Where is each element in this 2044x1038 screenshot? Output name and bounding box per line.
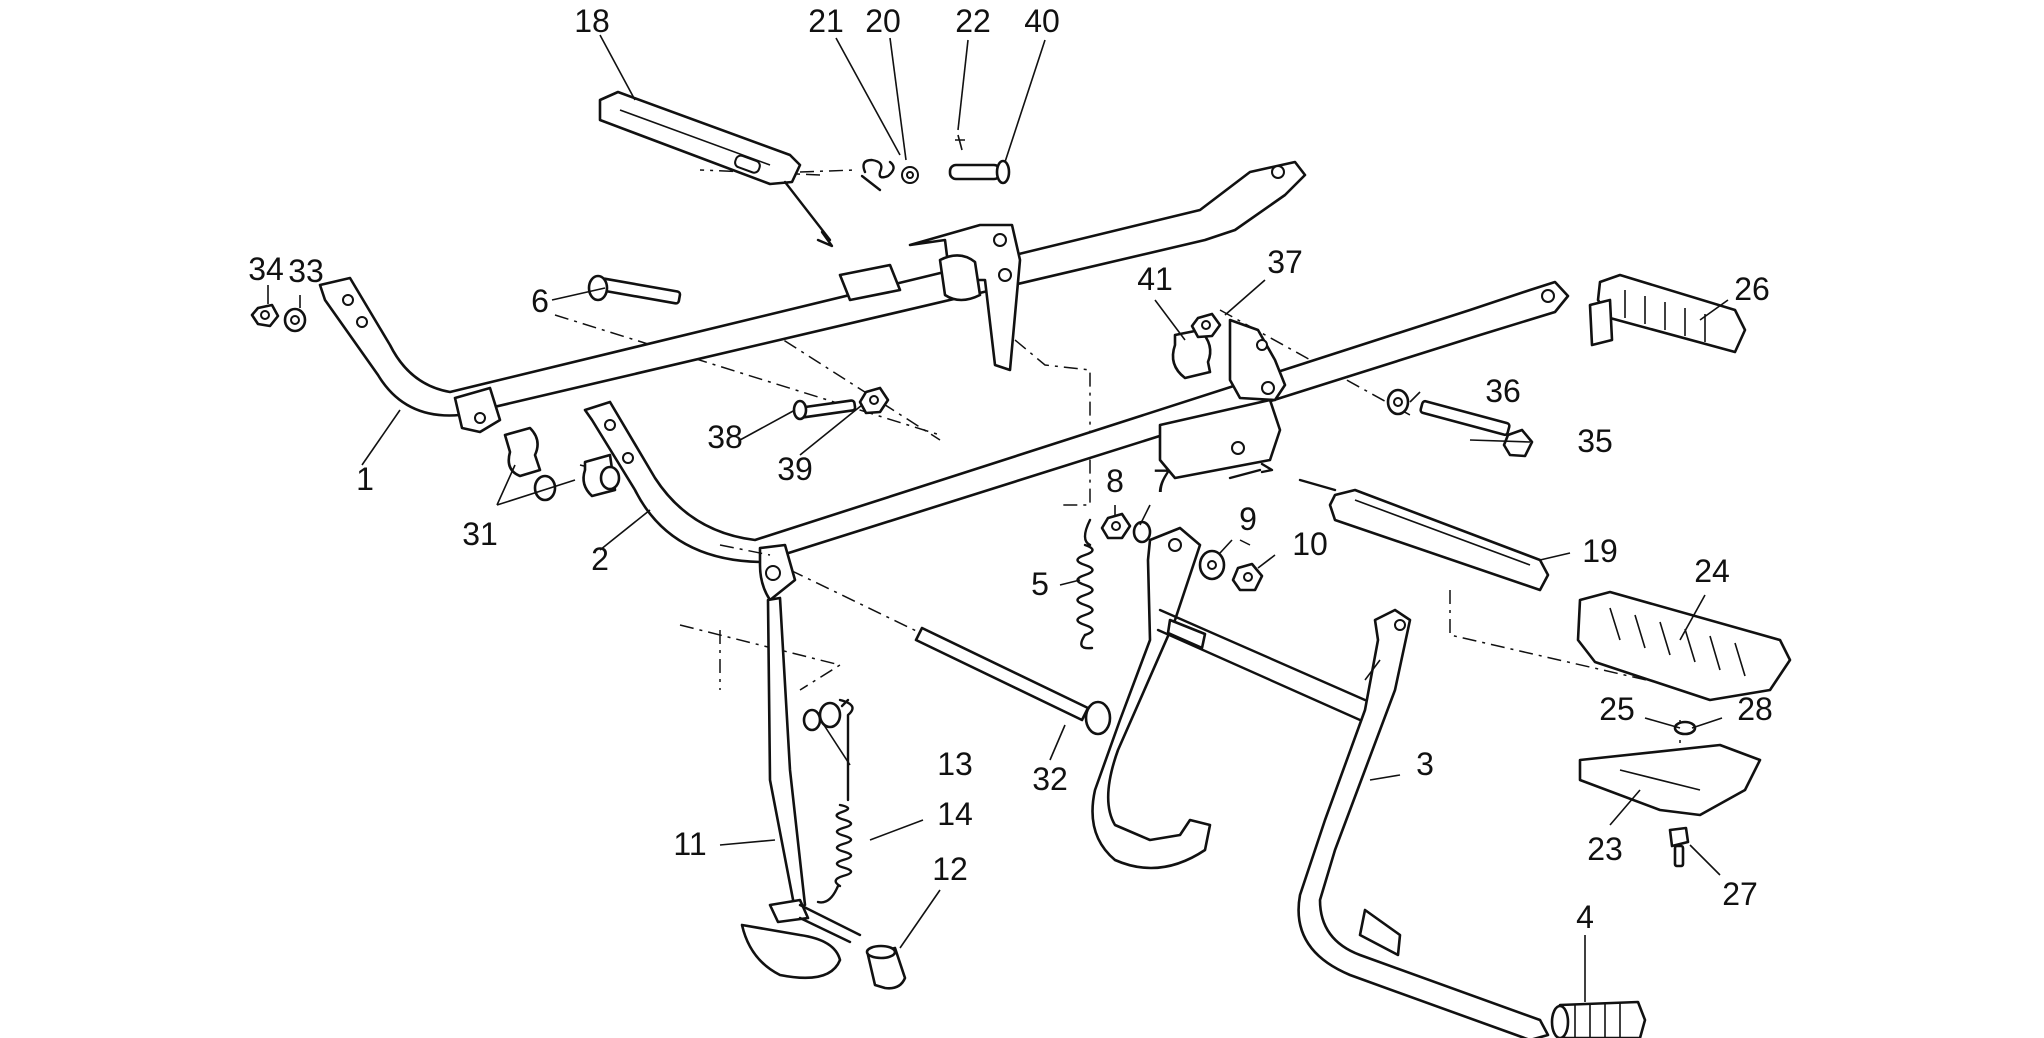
callout-39: 39 [777,451,813,487]
callout-40: 40 [1024,3,1060,39]
callout-20: 20 [865,3,901,39]
rear-footrest-arm-part-18 [598,90,856,248]
callout-12: 12 [932,851,968,887]
washer-bolt-35-36 [1386,388,1534,458]
bolt-part-6 [587,274,682,305]
callout-11: 11 [673,826,706,862]
footrest-arm-part-19 [1298,478,1550,592]
callout-10: 10 [1292,526,1328,562]
long-bolt-part-32 [914,626,1112,736]
callout-35: 35 [1577,423,1613,459]
callout-27: 27 [1722,876,1758,912]
rubber-tip-part-12 [865,944,907,990]
centre-stand-part-3 [1091,526,1550,1038]
rubber-part-4 [1550,1000,1647,1038]
callout-34: 34 [248,251,284,287]
spacers-part-31 [503,426,621,502]
callout-8: 8 [1106,463,1124,499]
central-bracket [838,223,1022,372]
bracket-spacer-37-41 [1171,312,1287,402]
callout-37: 37 [1267,244,1303,280]
callout-26: 26 [1734,271,1770,307]
callout-32: 32 [1032,761,1068,797]
washers-nuts-left [250,303,307,333]
callout-23: 23 [1587,831,1623,867]
callout-4: 4 [1576,899,1594,935]
callout-5: 5 [1031,566,1049,602]
callout-1: 1 [356,461,374,497]
footrest-bracket [1158,398,1282,480]
side-stand-part-11 [719,543,862,980]
callout-2: 2 [591,541,609,577]
callout-7: 7 [1153,463,1171,499]
pin-spring-13-14 [802,698,854,904]
callout-22: 22 [955,3,991,39]
callout-24: 24 [1694,553,1730,589]
callout-38: 38 [707,419,743,455]
plate-fasteners-23-25-27-28 [1578,720,1762,868]
callout-41: 41 [1137,261,1173,297]
frame-tube-part-2 [583,280,1570,564]
spring-part-5 [1076,512,1152,650]
callout-6: 6 [531,283,549,319]
callout-14: 14 [937,796,973,832]
leader-lines [267,34,1729,1002]
callout-3: 3 [1416,746,1434,782]
frame-tube-part-1 [318,160,1307,434]
callout-33: 33 [288,253,324,289]
spring-pin-bolt-group [860,134,1011,192]
foot-peg-part-26 [1588,273,1747,354]
callout-9: 9 [1239,501,1257,537]
callout-18: 18 [574,3,610,39]
callout-21: 21 [808,3,844,39]
callout-36: 36 [1485,373,1521,409]
callout-25: 25 [1599,691,1635,727]
callout-13: 13 [937,746,973,782]
bolt-nut-38-39 [792,386,890,421]
washer-nut-9-10 [1198,549,1264,592]
foot-peg-part-24 [1576,590,1792,702]
callout-19: 19 [1582,533,1618,569]
callout-31: 31 [462,516,498,552]
callout-labels: 18 21 20 22 40 34 33 6 1 31 2 38 39 41 3… [248,3,1773,935]
callout-28: 28 [1737,691,1773,727]
